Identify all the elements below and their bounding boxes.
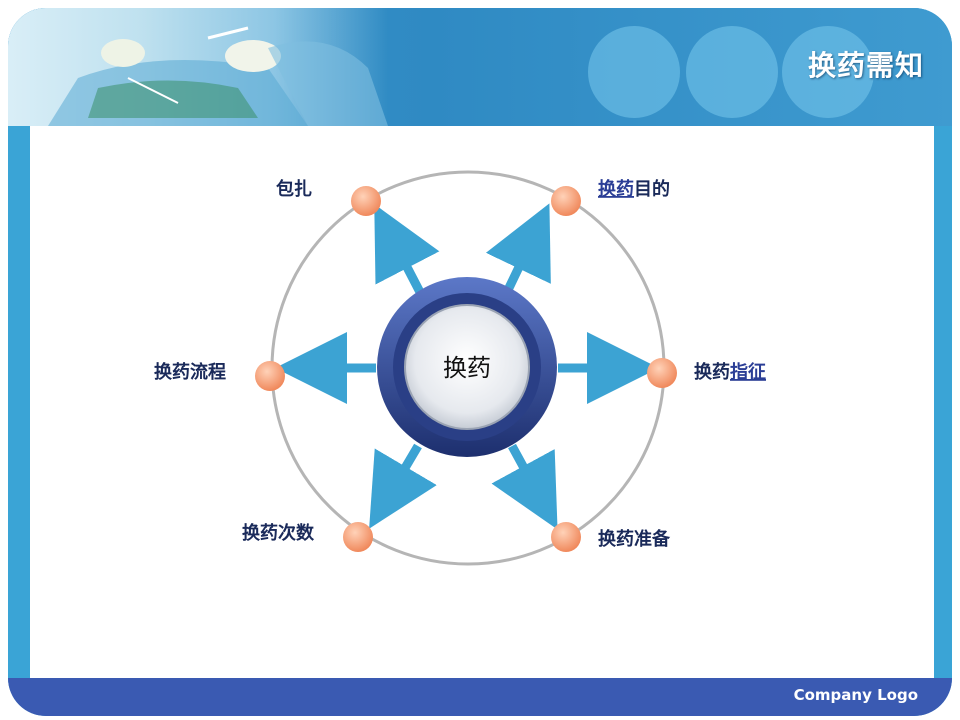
surgery-photo-illustration (48, 26, 388, 126)
node-bottom-left (343, 522, 373, 552)
label-wrap: 包扎 (276, 178, 312, 200)
footer-bar: Company Logo (8, 678, 952, 716)
surgery-photo (8, 8, 388, 126)
label-preparation: 换药准备 (598, 528, 671, 550)
link-indication[interactable]: 指征 (730, 361, 766, 383)
arrow-top-left (374, 204, 440, 299)
label-indication: 换药指征 (694, 361, 766, 383)
node-left (255, 361, 285, 391)
node-top-left (351, 186, 381, 216)
arrows (275, 203, 659, 530)
node-top-right (551, 186, 581, 216)
radial-diagram: 换药 包扎 换药目的 换药指征 换药流程 换药次数 换药准备 (154, 170, 766, 566)
decor-bubble (588, 26, 680, 118)
label-indication-plain: 换药 (694, 361, 730, 383)
arrow-top-right (485, 203, 551, 292)
label-frequency: 换药次数 (242, 522, 315, 544)
hub-button (404, 304, 530, 430)
arrow-bottom-left (369, 443, 437, 529)
slide-frame: 换药需知 (8, 8, 952, 716)
header-banner: 换药需知 (8, 8, 952, 126)
node-right (647, 358, 677, 388)
label-procedure: 换药流程 (154, 361, 226, 383)
page-title: 换药需知 (807, 49, 924, 82)
node-bottom-right (551, 522, 581, 552)
label-purpose: 换药目的 (598, 178, 670, 200)
decor-bubble (686, 26, 778, 118)
arrow-bottom-right (491, 443, 558, 530)
content-area: 换药 包扎 换药目的 换药指征 换药流程 换药次数 换药准备 (30, 126, 934, 678)
label-purpose-rest: 目的 (634, 178, 670, 200)
decor-bubble (782, 26, 874, 118)
hub-label: 换药 (443, 354, 491, 382)
company-logo: Company Logo (793, 686, 918, 704)
link-purpose[interactable]: 换药 (598, 178, 634, 200)
